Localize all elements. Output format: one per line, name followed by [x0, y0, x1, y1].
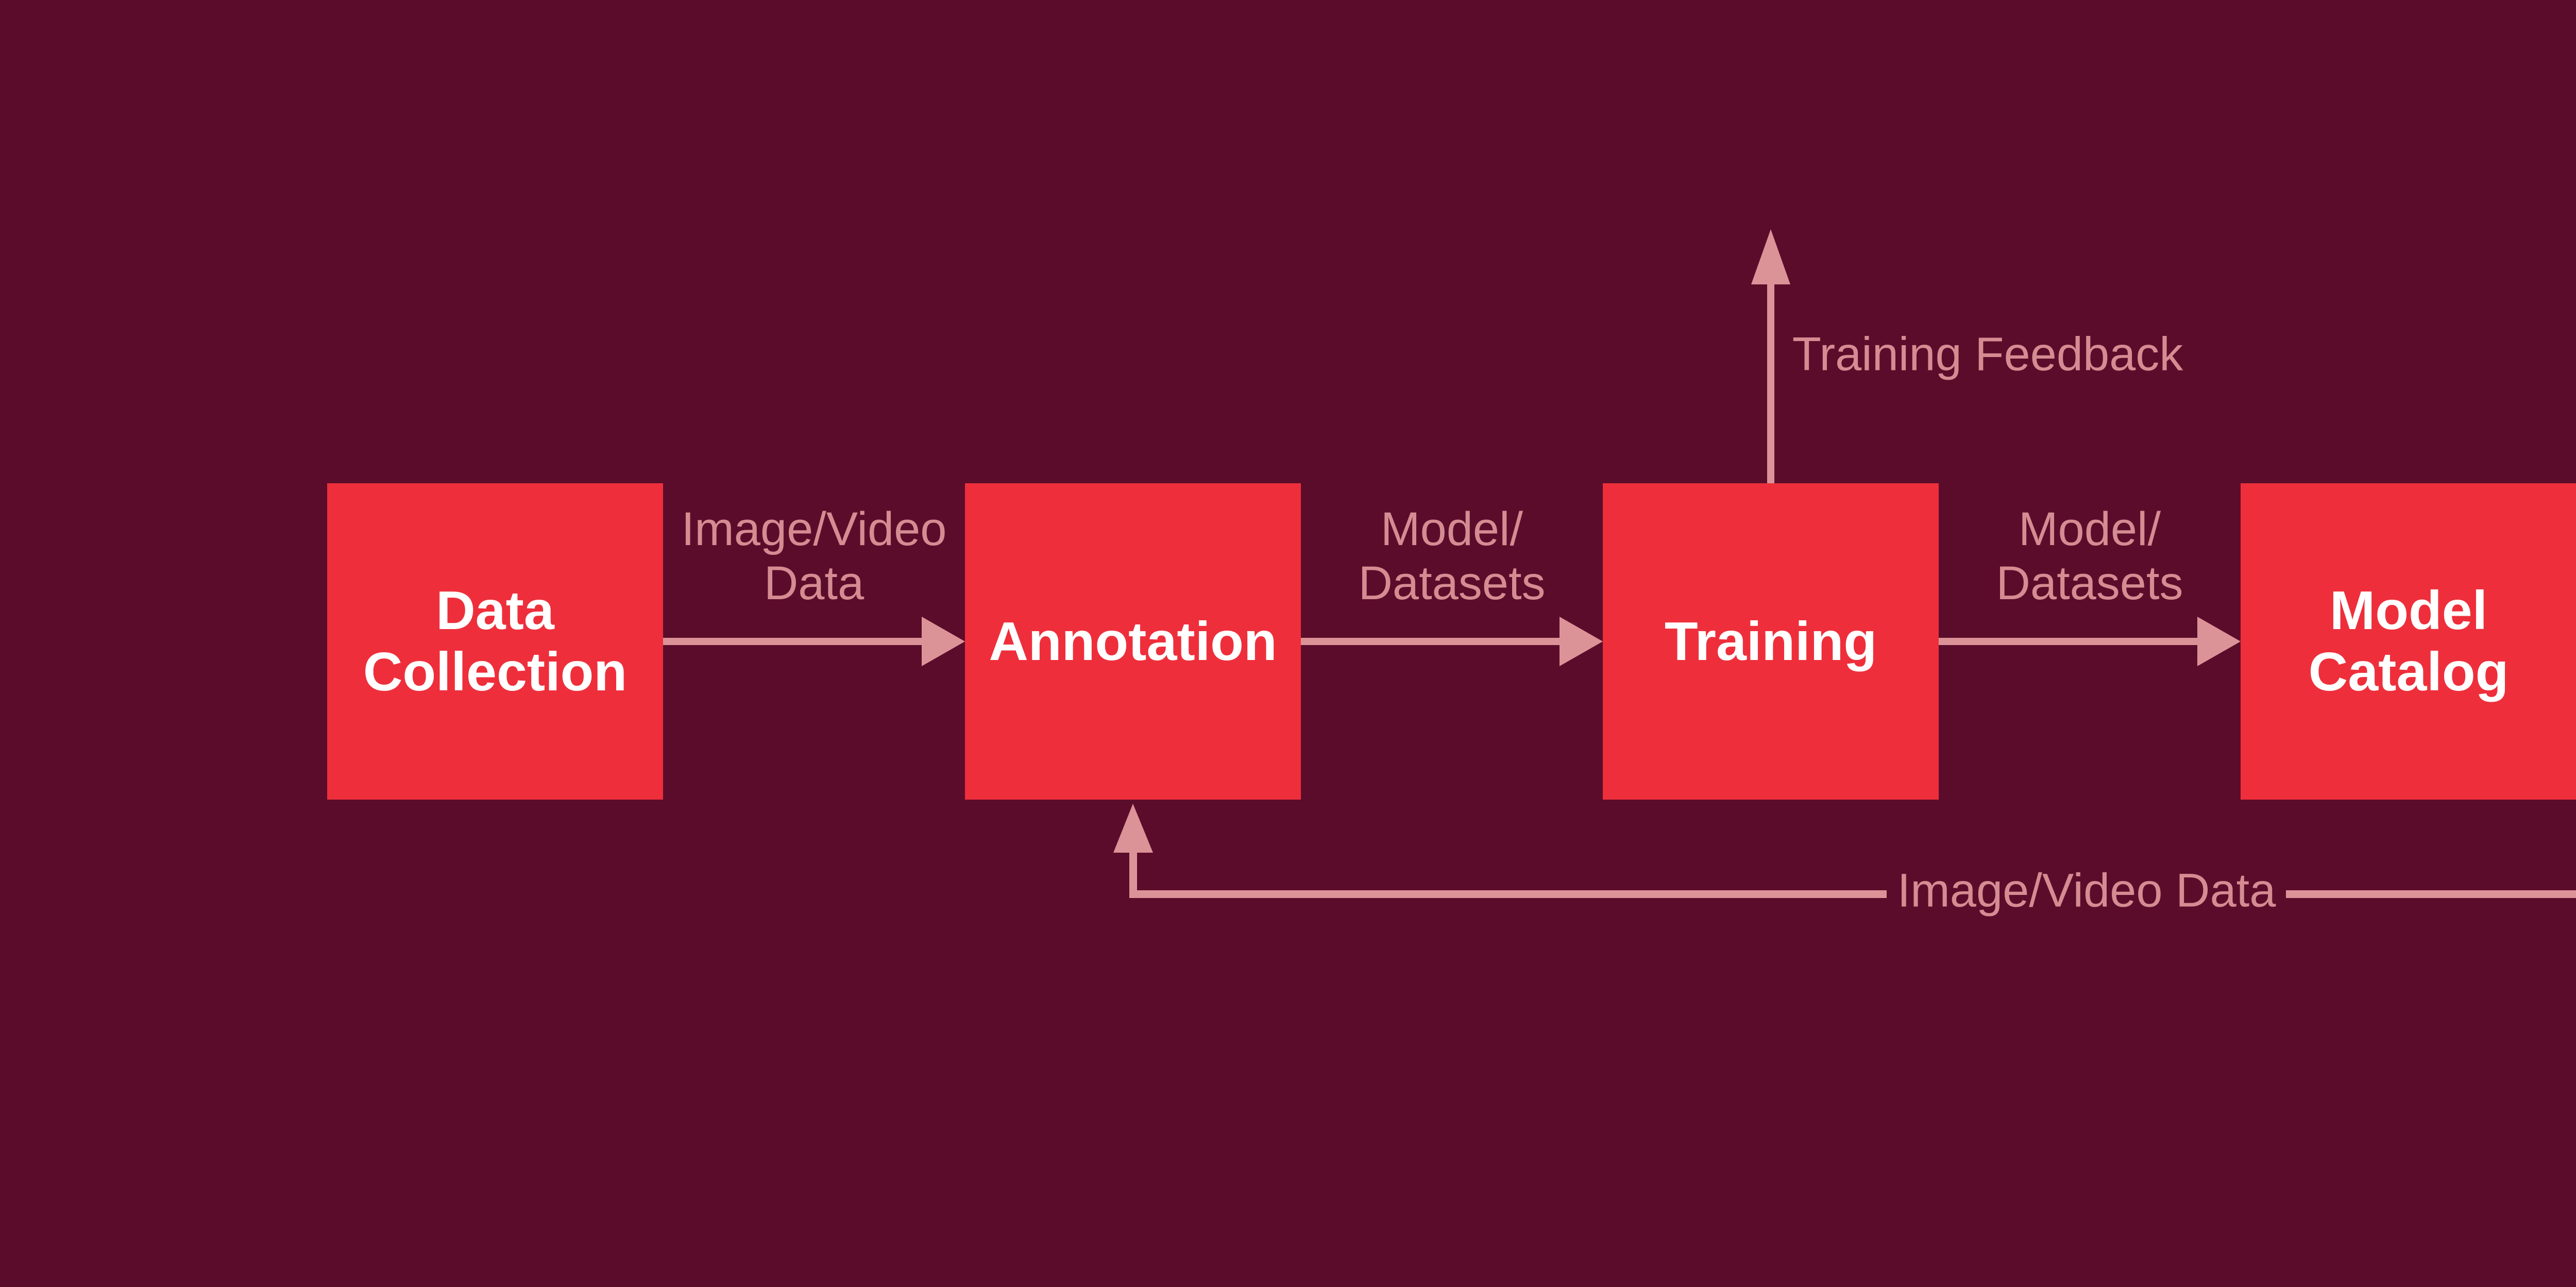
arrow-data-collection-to-annotation	[663, 617, 965, 666]
arrow-training-to-model-catalog	[1939, 617, 2241, 666]
arrow-testing-app-to-annotation-loop	[1113, 804, 2576, 898]
node-data-collection: Data Collection	[327, 483, 663, 800]
arrow-training-feedback-up	[1751, 229, 1790, 483]
node-annotation: Annotation	[965, 483, 1301, 800]
edge-label-model-datasets-2: Model/ Datasets	[1996, 503, 2183, 609]
edge-label-image-video-data-loop: Image/Video Data	[1897, 864, 2276, 917]
node-training: Training	[1603, 483, 1939, 800]
edge-label-training-feedback: Training Feedback	[1792, 328, 2183, 381]
node-model-catalog: Model Catalog	[2241, 483, 2576, 800]
edge-label-model-datasets-1: Model/ Datasets	[1358, 503, 1546, 609]
edge-label-image-video-data: Image/Video Data	[681, 503, 947, 609]
arrow-annotation-to-training	[1301, 617, 1603, 666]
